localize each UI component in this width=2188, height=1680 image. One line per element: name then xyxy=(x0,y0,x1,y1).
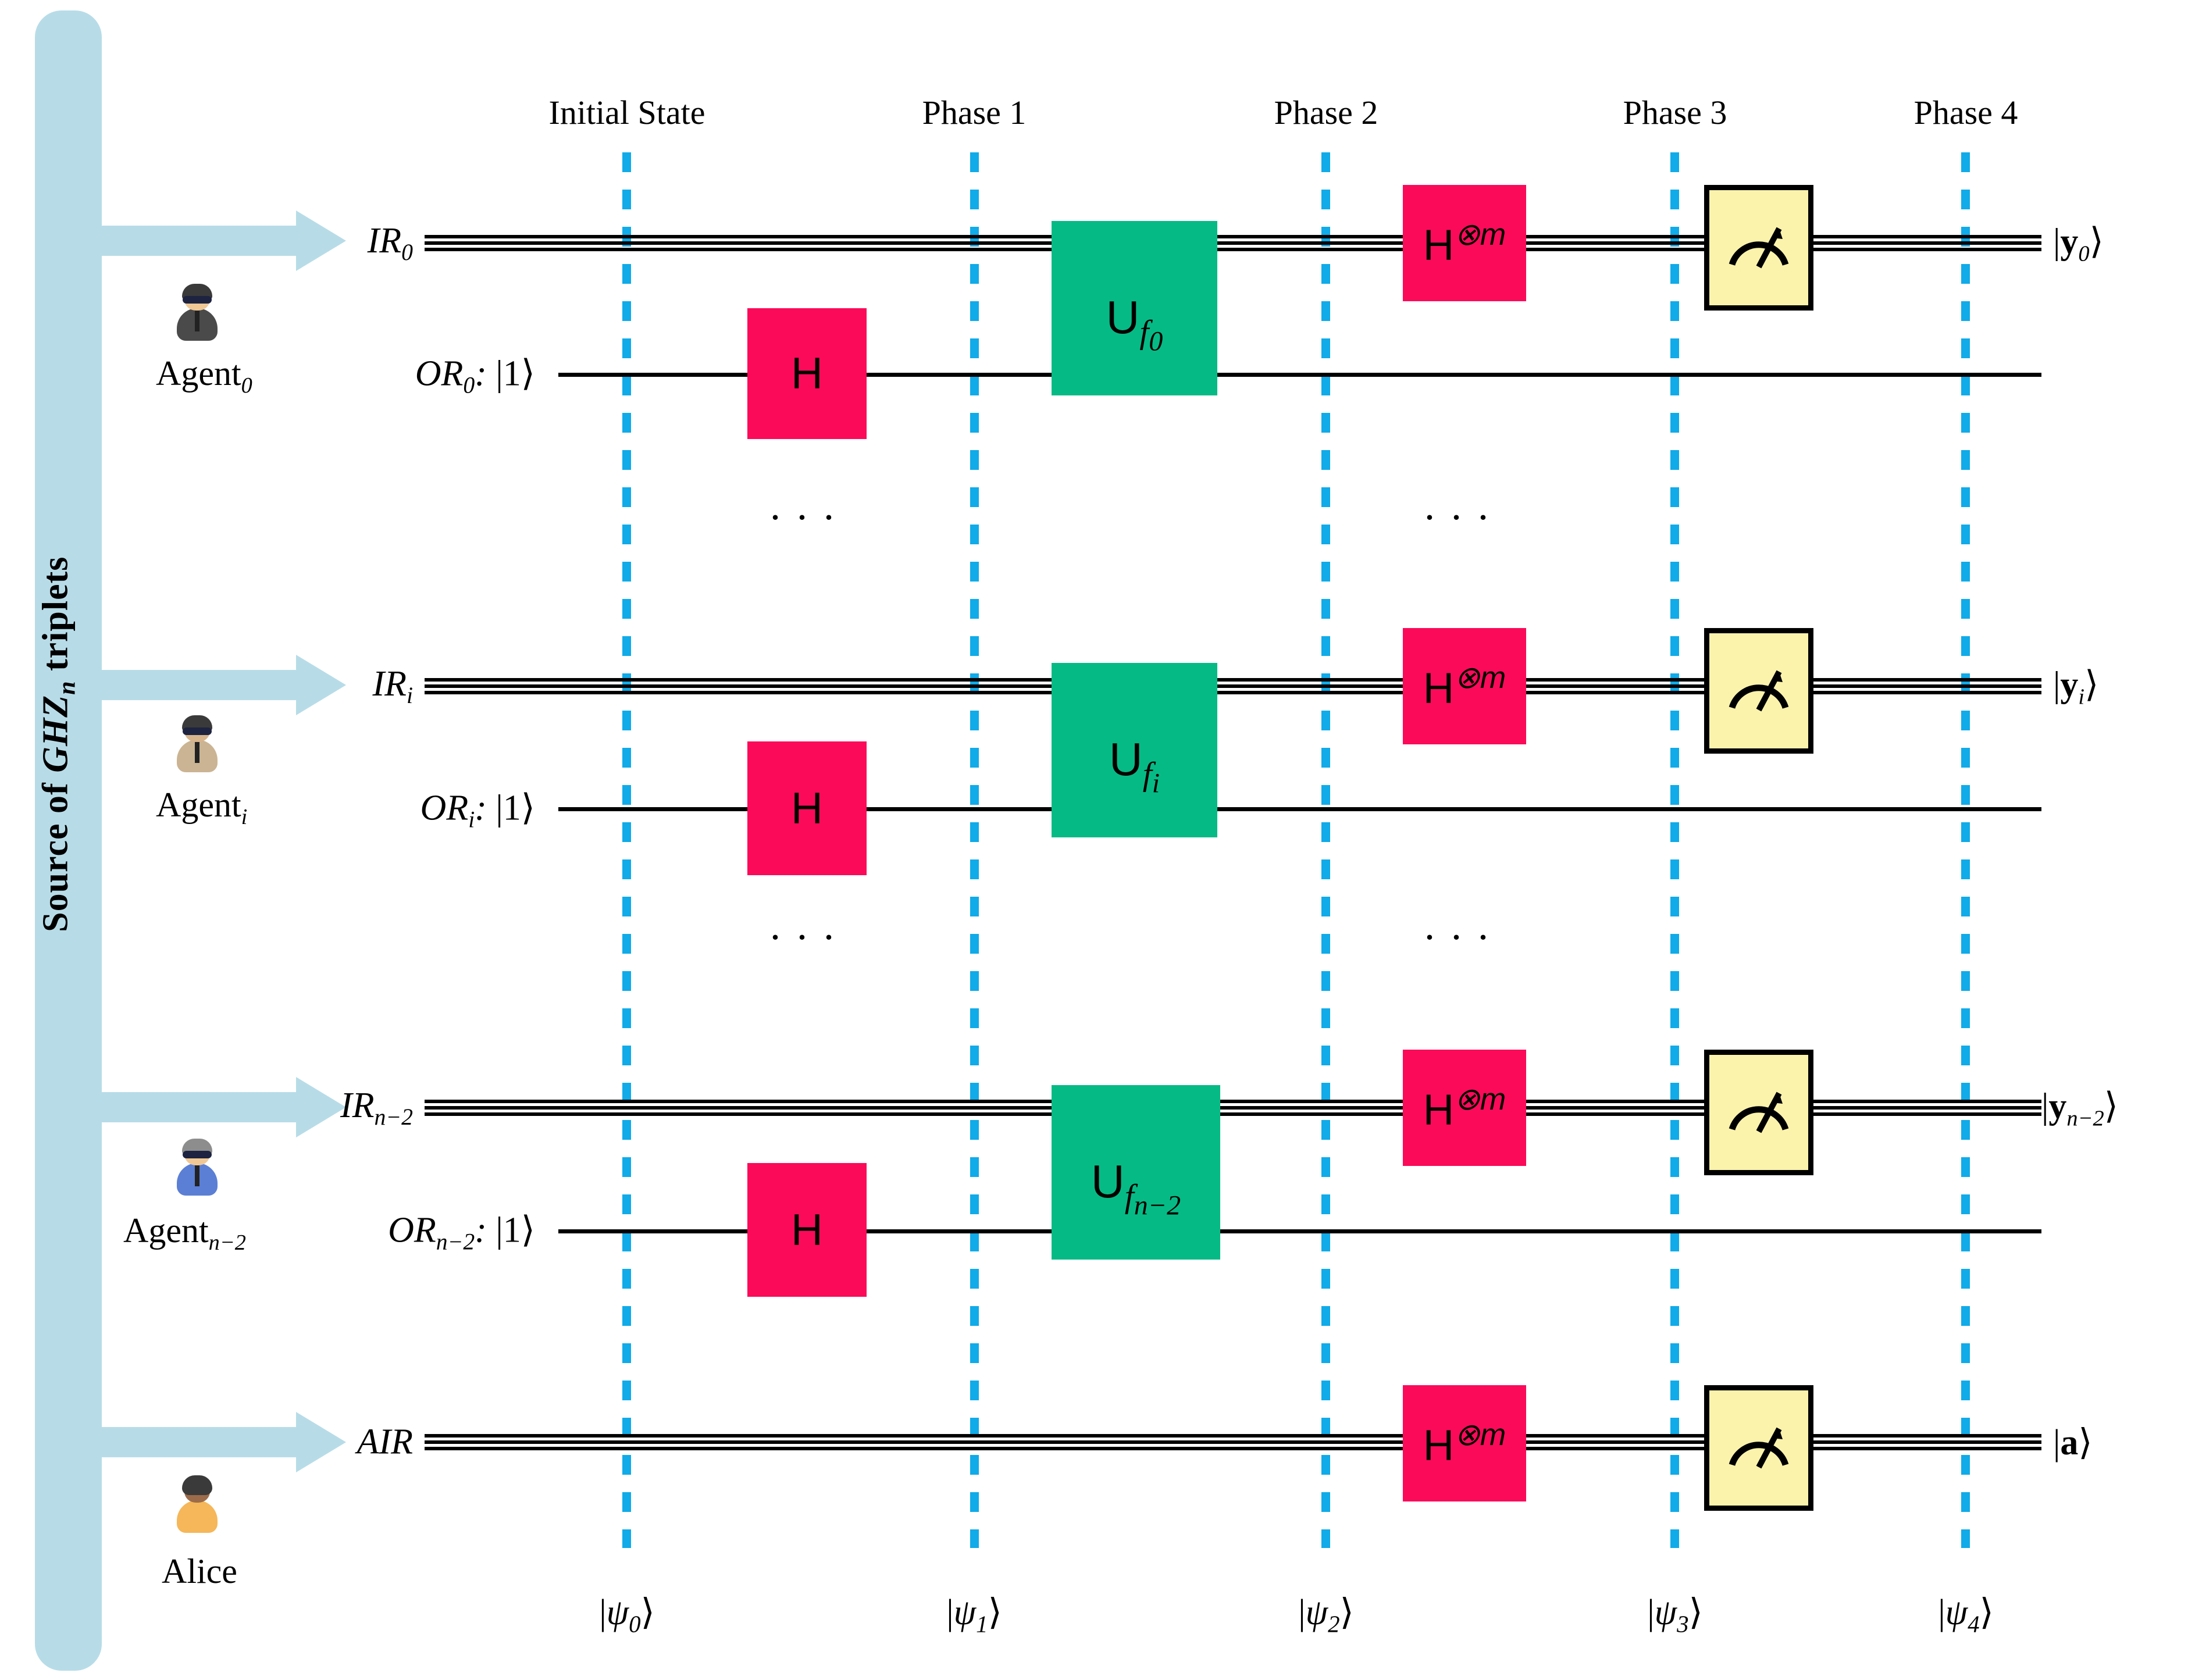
gate-oracle-agent-0[interactable]: Uf0 xyxy=(1052,221,1217,395)
gate-oracle-agent-i[interactable]: Ufi xyxy=(1052,663,1217,837)
register-label-air: AIR xyxy=(357,1422,413,1462)
register-label-ir-n-2: IRn−2 xyxy=(340,1085,413,1130)
state-label-psi-0: |ψ0⟩ xyxy=(599,1593,655,1638)
gate-hadamard-m-alice[interactable]: H⊗m xyxy=(1403,1385,1526,1501)
alice-name: Alice xyxy=(162,1552,237,1590)
output-label-agent-i: |yi⟩ xyxy=(2053,665,2099,709)
meter-icon xyxy=(1729,1092,1789,1133)
agent-i-name: Agenti xyxy=(156,786,248,829)
ellipsis-right-bottom: ··· xyxy=(1423,914,1503,961)
register-label-ir-i: IRi xyxy=(372,664,413,709)
gate-hadamard-agent-n-2[interactable]: H xyxy=(747,1163,867,1297)
state-label-psi-1: |ψ1⟩ xyxy=(946,1593,1002,1638)
phase-separator-3 xyxy=(1670,152,1679,1548)
gate-oracle-agent-n-2[interactable]: Ufn−2 xyxy=(1052,1085,1220,1260)
register-label-or-n-2: ORn−2: |1⟩ xyxy=(388,1210,535,1255)
gate-measure-agent-i[interactable] xyxy=(1704,628,1813,754)
source-bar xyxy=(35,10,102,1671)
ellipsis-left-top: ··· xyxy=(768,494,849,541)
wire-or-0 xyxy=(558,373,2041,377)
gate-measure-alice[interactable] xyxy=(1704,1385,1813,1511)
phase-separator-2 xyxy=(1321,152,1330,1548)
agent-n-2-name: Agentn−2 xyxy=(123,1211,246,1255)
wire-ir-n-2 xyxy=(425,1100,2041,1116)
phase-header-initial-state: Initial State xyxy=(548,94,705,131)
phase-separator-4 xyxy=(1961,152,1970,1548)
ghz-arrow-alice xyxy=(102,1412,346,1472)
phase-separator-initial-state xyxy=(622,152,631,1548)
avatar-agent-i xyxy=(174,715,220,772)
meter-icon xyxy=(1729,670,1789,712)
register-label-or-0: OR0: |1⟩ xyxy=(415,354,535,398)
wire-air xyxy=(425,1434,2041,1450)
gate-measure-agent-0[interactable] xyxy=(1704,185,1813,311)
meter-icon xyxy=(1729,227,1789,269)
meter-icon xyxy=(1729,1427,1789,1469)
ellipsis-right-top: ··· xyxy=(1423,494,1503,541)
output-label-alice: |a⟩ xyxy=(2053,1423,2093,1463)
state-label-psi-4: |ψ4⟩ xyxy=(1938,1593,1994,1638)
agent-0-name: Agent0 xyxy=(156,354,252,398)
phase-header-3: Phase 3 xyxy=(1623,94,1727,131)
register-label-or-i: ORi: |1⟩ xyxy=(420,788,535,833)
register-label-ir-0: IR0 xyxy=(367,220,413,266)
avatar-alice xyxy=(174,1475,220,1533)
wire-or-n-2 xyxy=(558,1229,2041,1233)
state-label-psi-3: |ψ3⟩ xyxy=(1647,1593,1703,1638)
phase-separator-1 xyxy=(970,152,979,1548)
avatar-agent-n-2 xyxy=(174,1139,220,1196)
phase-header-2: Phase 2 xyxy=(1274,94,1378,131)
source-label: Source of GHZn triplets xyxy=(35,556,81,932)
ghz-arrow-agent-n-2 xyxy=(102,1077,346,1137)
gate-hadamard-agent-0[interactable]: H xyxy=(747,308,867,439)
ghz-arrow-agent-i xyxy=(102,655,346,715)
phase-header-4: Phase 4 xyxy=(1913,94,2018,131)
gate-hadamard-m-agent-i[interactable]: H⊗m xyxy=(1403,628,1526,744)
ellipsis-left-bottom: ··· xyxy=(768,914,849,961)
gate-hadamard-m-agent-n-2[interactable]: H⊗m xyxy=(1403,1050,1526,1166)
output-label-agent-n-2: |yn−2⟩ xyxy=(2041,1086,2118,1131)
output-label-agent-0: |y0⟩ xyxy=(2053,222,2104,266)
gate-hadamard-agent-i[interactable]: H xyxy=(747,741,867,875)
wire-ir-0 xyxy=(425,235,2041,251)
avatar-agent-0 xyxy=(174,284,220,341)
gate-measure-agent-n-2[interactable] xyxy=(1704,1050,1813,1175)
wire-ir-i xyxy=(425,678,2041,694)
phase-header-1: Phase 1 xyxy=(922,94,1027,131)
gate-hadamard-m-agent-0[interactable]: H⊗m xyxy=(1403,185,1526,301)
state-label-psi-2: |ψ2⟩ xyxy=(1298,1593,1354,1638)
ghz-arrow-agent-0 xyxy=(102,211,346,271)
wire-or-i xyxy=(558,807,2041,811)
